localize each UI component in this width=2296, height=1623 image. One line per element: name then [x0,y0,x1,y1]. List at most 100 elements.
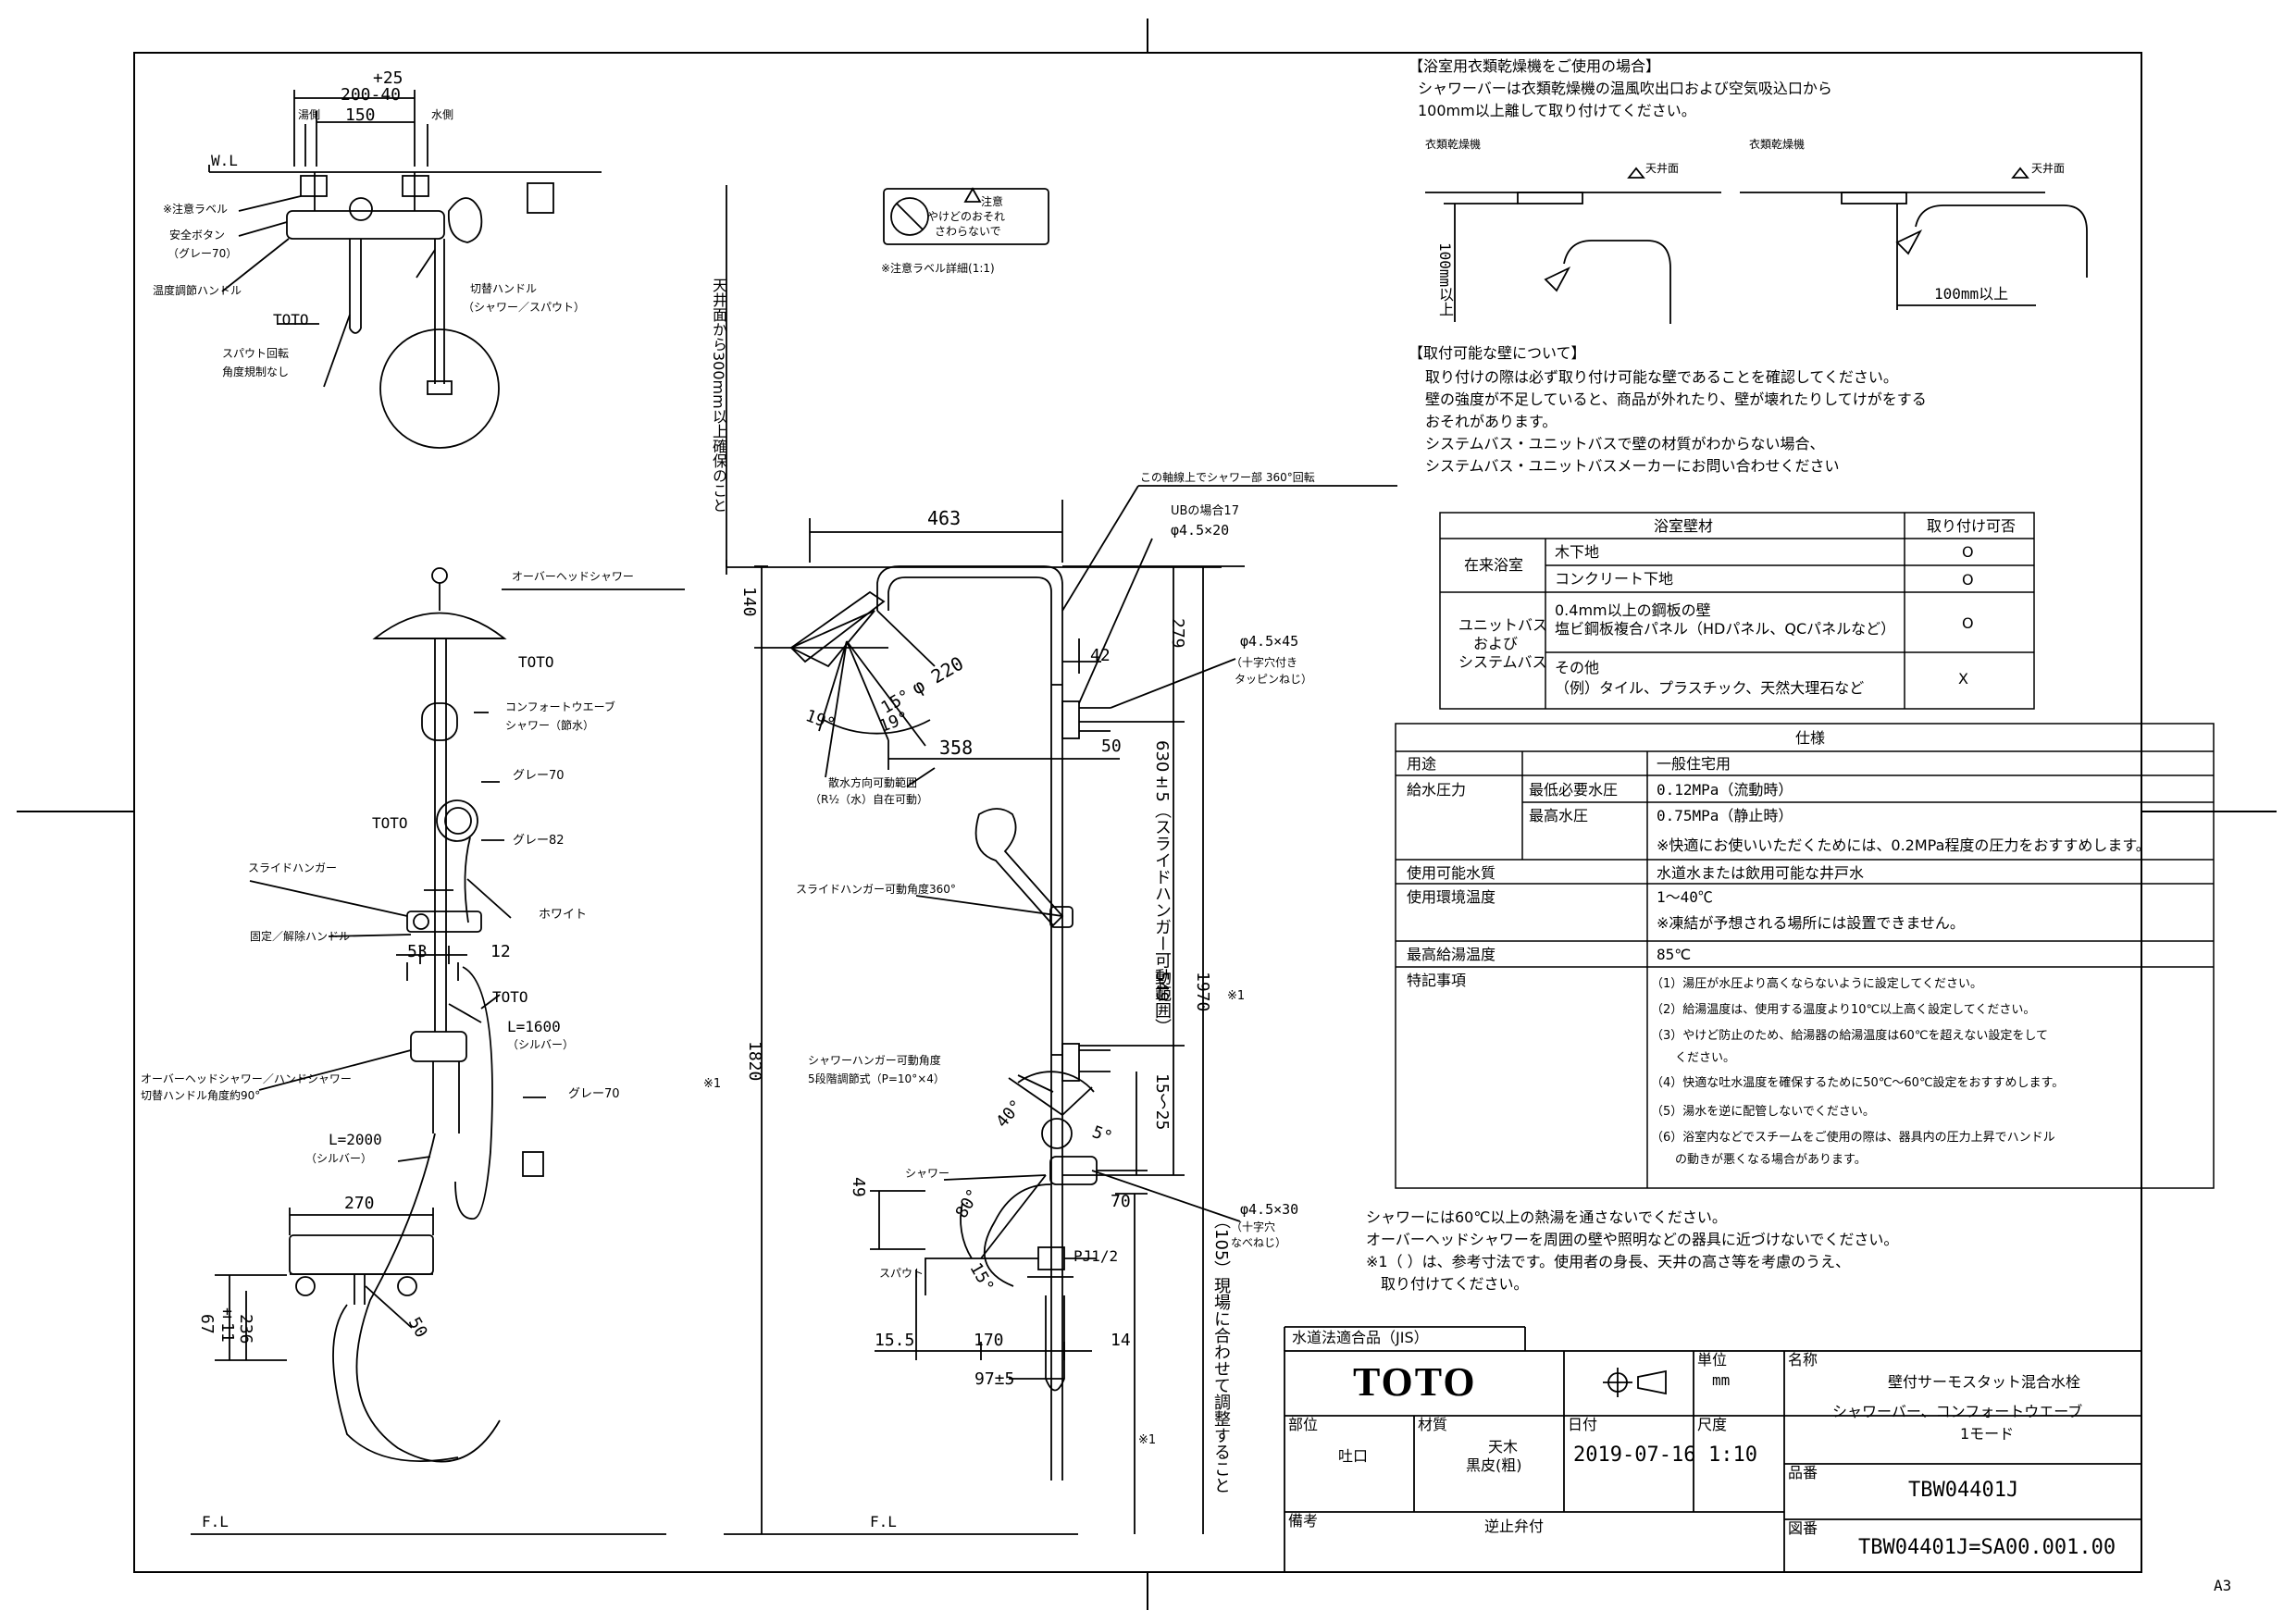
label-oh-switch: オーバーヘッドシャワー／ハンドシャワー [141,1072,352,1085]
label-hanger-angle-sub: 5段階調節式（P=10°×4） [808,1072,945,1085]
note-105: （105）現場に合わせて調整すること [1211,1212,1231,1494]
wall-steel-value: O [1962,614,1974,632]
wall-line-2: 壁の強度が不足していると、商品が外れたり、壁が壊れたりしてけがをする [1425,390,1927,408]
label-shower-main: シャワー [905,1167,950,1180]
dim-1970: 1970 [1193,972,1212,1012]
dim-463: 463 [927,507,962,529]
label-comfort-sub: シャワー（節水） [505,719,595,732]
wall-concrete: コンクリート下地 [1555,570,1674,588]
label-gray70-b: グレー70 [568,1087,620,1101]
dryer-label-1: 衣類乾燥機 [1425,138,1482,151]
dryer-dim-1: 100mm以上 [1436,242,1454,317]
label-white: ホワイト [539,908,588,922]
dim-11: ±11 [217,1303,237,1343]
fl-label-main: F.L [870,1513,897,1530]
label-screw-45x30: φ4.5×30 [1240,1201,1299,1218]
caution-caption: ※注意ラベル詳細(1:1) [881,262,995,275]
label-screw-45x45: φ4.5×45 [1240,633,1299,650]
jis-label: 水道法適合品（JIS） [1292,1329,1429,1346]
dim-140: 140 [739,587,759,617]
label-overhead-shower: オーバーヘッドシャワー [512,570,634,583]
spec-note-4: （4）快適な吐水温度を確保するために50℃～60℃設定をおすすめします。 [1651,1076,2065,1090]
unit-label: 単位 [1697,1351,1728,1369]
label-safety-color: （グレー70） [168,247,238,260]
toto-logo: TOTO [1353,1359,1477,1405]
label-toto-head: TOTO [518,653,554,671]
remark-label: 備考 [1288,1512,1319,1530]
dryer-dim-2: 100mm以上 [1934,285,2009,303]
unit-value: mm [1712,1371,1731,1389]
product-subname-2: 1モード [1960,1425,2015,1443]
spec-env-value: 1～40℃ [1657,888,1713,906]
spec-max-value: 0.75MPa（静止時） [1657,807,1793,824]
dim-49: 49 [849,1177,868,1197]
spec-note-1: （1）湯圧が水圧より高くならないように設定してください。 [1651,977,1982,991]
spec-note-3b: ください。 [1651,1051,1736,1065]
dim-200-40: 200-40 [341,85,402,105]
spec-water-value: 水道水または飲用可能な井戸水 [1657,864,1865,882]
dim-15-5: 15.5 [875,1331,915,1350]
spec-use-value: 一般住宅用 [1657,755,1731,773]
wall-group-unit3: システムバス [1458,653,1547,671]
label-slide-hanger: スライドハンガー [248,861,338,874]
spec-min-key: 最低必要水圧 [1529,781,1619,799]
spec-note-5: （5）湯水を逆に配管しないでください。 [1651,1105,1875,1119]
wall-wood: 木下地 [1555,543,1600,561]
dim-42: 42 [1090,646,1111,665]
caution-title: 注意 [981,195,1004,208]
label-fix-handle: 固定／解除ハンドル [250,930,351,943]
label-screw-45x45-sub2: タッピンねじ） [1235,673,1313,686]
label-gray82: グレー82 [513,834,565,848]
label-toto-front: TOTO [273,311,309,328]
wall-notes: 取り付けの際は必ず取り付け可能な壁であることを確認してください。 壁の強度が不足… [1425,366,1927,477]
paper-size: A3 [2214,1577,2232,1594]
material-value-1: 天木 [1488,1438,1519,1456]
caution-line1: やけどのおそれ [927,210,1006,223]
label-ub: UBの場合17 [1171,504,1239,518]
label-l2000-sub: （シルバー） [305,1152,373,1165]
name-label: 名称 [1788,1351,1818,1369]
scale-label: 尺度 [1697,1416,1728,1433]
spec-note-3: （3）やけど防止のため、給湯器の給湯温度は60℃を超えない設定をして [1651,1029,2049,1043]
spec-note-2: （2）給湯温度は、使用する温度より10℃以上高く設定してください。 [1651,1003,2036,1017]
label-temp-handle: 温度調節ハンドル [153,284,242,297]
date-value: 2019-07-16 [1573,1443,1696,1467]
dim-358: 358 [939,737,974,759]
spec-note-6b: の動きが悪くなる場合があります。 [1651,1153,1867,1167]
mark-1a: ※1 [1227,989,1246,1003]
spec-hot-value: 85℃ [1657,946,1692,963]
wall-other-value: X [1958,670,1968,688]
dim-236: 236 [236,1314,255,1344]
spec-note-6: （6）浴室内などでスチームをご使用の際は、器具内の圧力上昇でハンドル [1651,1131,2055,1145]
spec-notes-key: 特記事項 [1407,972,1467,989]
wall-line-3: おそれがあります。 [1425,413,1558,430]
wall-steel-2: 塩ビ鋼板複合パネル（HDパネル、QCパネルなど） [1555,620,1896,638]
label-screw-45x30-sub1: （十字穴 [1231,1220,1276,1233]
spec-title: 仕様 [1795,729,1826,747]
spec-use-key: 用途 [1407,755,1437,773]
label-spout-rotate: スパウト回転 [222,347,290,360]
dim-slide-range: 630±5（スライドハンガー可動範囲） [1152,740,1172,1035]
caution-line2: さわらないで [935,225,1001,238]
wall-other-1: その他 [1555,659,1600,676]
dryer-line2: 100mm以上離して取り付けてください。 [1418,102,1696,119]
spec-min-value: 0.12MPa（流動時） [1657,781,1793,799]
label-l1600-sub: （シルバー） [507,1038,575,1051]
dryer-ceiling-1: 天井面 [1645,162,1680,175]
label-screw-45x45-sub1: （十字穴付き [1231,656,1298,669]
dryer-line1: シャワーバーは衣類乾燥機の温風吹出口および空気吸込口から [1418,80,1832,97]
spec-notes-list: （1）湯圧が水圧より高くならないように設定してください。 （2）給湯温度は、使用… [1651,972,2064,1170]
spec-pressure-key: 給水圧力 [1407,781,1467,799]
bottom-note-3: ※1（ ）は、参考寸法です。使用者の身長、天井の高さ等を考慮のうえ、 [1366,1253,1851,1270]
spec-max-key: 最高水圧 [1529,807,1589,824]
note-rotate: この軸線上でシャワー部 360°回転 [1140,471,1315,484]
label-slide-rotate: スライドハンガー可動角度360° [796,883,956,896]
material-label: 材質 [1418,1416,1448,1433]
spec-env-note: ※凍結が予想される場所には設置できません。 [1657,914,1965,932]
wl-label: W.L [211,152,238,169]
bottom-note-1: シャワーには60℃以上の熱湯を通さないでください。 [1366,1208,1727,1226]
wall-group-unit2: および [1473,635,1519,652]
bottom-note-2: オーバーヘッドシャワーを周囲の壁や照明などの器具に近づけないでください。 [1366,1231,1899,1248]
label-l2000: L=2000 [329,1131,382,1148]
